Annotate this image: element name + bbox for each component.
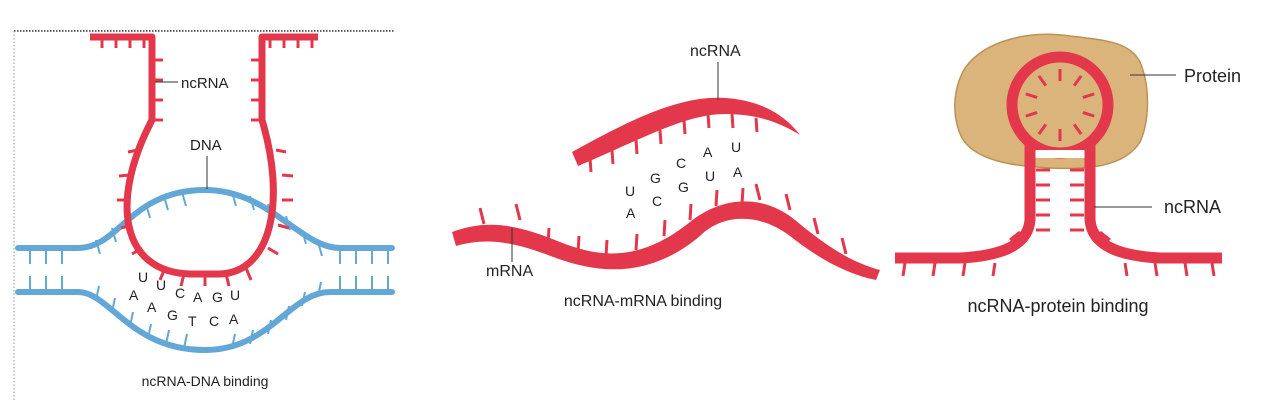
mrna-tick: [812, 217, 820, 235]
panel-ncrna-mrna: ncRNA mRNA U G C A U A C G U A ncRNA-mRN…: [452, 43, 880, 310]
ncrna-tick: [931, 262, 937, 277]
mrna-ribbon: [452, 201, 880, 280]
mrna-tick: [478, 207, 486, 225]
loop-gap: [1025, 150, 1095, 158]
ncrna-tick: [901, 262, 907, 277]
mrna-tick: [714, 189, 719, 207]
ncrna-strand: [90, 33, 318, 278]
rna-base: C: [175, 285, 185, 301]
base-ticks: [478, 113, 848, 257]
ncrna-ribbon: [572, 97, 800, 166]
dna-base: A: [147, 299, 157, 315]
protein-label: Protein: [1184, 66, 1241, 86]
ncrna-tick: [1009, 230, 1021, 242]
ncrna-tick: [1025, 110, 1038, 118]
ncrna-tick: [754, 117, 759, 133]
dna-base: C: [209, 313, 219, 329]
mrna-tick: [662, 219, 667, 237]
ncrna-tick: [658, 129, 663, 145]
dna-base: A: [129, 287, 139, 303]
caption-ncrna-dna: ncRNA-DNA binding: [142, 373, 269, 389]
mrna-tick: [784, 193, 792, 211]
ncrna-tick: [1153, 262, 1159, 277]
ncrna-base: U: [731, 139, 741, 155]
mrna-base: C: [652, 193, 662, 209]
rna-base: G: [212, 289, 223, 305]
dna-base: T: [188, 313, 197, 329]
ncrna-tick: [1082, 92, 1095, 100]
caption-ncrna-protein: ncRNA-protein binding: [967, 296, 1148, 316]
rna-base: A: [193, 289, 203, 305]
ncrna-label: ncRNA: [181, 75, 229, 92]
ncrna-tick: [610, 149, 615, 165]
ncrna-tick: [706, 113, 711, 129]
ncrna-tick: [277, 223, 290, 230]
ncrna-tick: [634, 139, 639, 155]
dna-strand-bottom: [15, 289, 395, 354]
ncrna-tick: [961, 262, 967, 277]
ncrna-tick: [1037, 74, 1048, 87]
mrna-tick: [514, 203, 522, 221]
rna-base: U: [138, 269, 148, 285]
ncrna-base-ticks: [901, 69, 1216, 277]
ncrna-tick: [1025, 92, 1038, 100]
ncrna-label: ncRNA: [1164, 197, 1221, 217]
ncrna-tick: [1099, 230, 1111, 242]
mrna-base: G: [678, 179, 689, 195]
panel-ncrna-protein: Protein ncRNA ncRNA-protein binding: [895, 33, 1241, 316]
ncrna-tick: [1123, 262, 1129, 277]
ncrna-tick: [1037, 123, 1048, 136]
mrna-base: U: [705, 168, 715, 184]
ncrna-stem-right: [1084, 140, 1222, 264]
mrna-tick: [740, 187, 745, 205]
ncrna-base: C: [676, 155, 686, 171]
rna-base: U: [230, 287, 240, 303]
ncrna-tick: [730, 113, 735, 129]
ncrna-tick: [1183, 262, 1189, 277]
ncrna-tick: [267, 246, 279, 256]
ncrna-base: A: [703, 144, 713, 160]
mrna-base: A: [733, 164, 743, 180]
ncrna-label: ncRNA: [690, 43, 741, 60]
ncrna-tick: [1210, 262, 1216, 277]
ncrna-base: G: [650, 170, 661, 186]
ncrna-tick: [1072, 123, 1083, 136]
mrna-base: A: [626, 205, 636, 221]
ncrna-tick: [682, 119, 687, 135]
dna-label: DNA: [190, 137, 222, 154]
ncrna-tick: [991, 262, 997, 277]
mrna-tick: [754, 183, 762, 201]
dna-base: G: [167, 307, 178, 323]
mrna-tick: [634, 233, 639, 251]
ncrna-tick: [281, 173, 294, 178]
ncrna-tick: [1072, 74, 1083, 87]
mrna-tick: [688, 203, 693, 221]
panel-ncrna-dna: ncRNA DNA U U C A G U A A G T C A ncRNA-…: [13, 30, 395, 400]
mrna-tick: [840, 237, 848, 255]
ncrna-stem-left: [895, 140, 1036, 264]
ncrna-tick: [244, 267, 253, 281]
ncrna-tick: [1082, 110, 1095, 118]
ncrna-tick: [275, 148, 287, 154]
dna-base: A: [229, 311, 239, 327]
rna-base: U: [156, 277, 166, 293]
caption-ncrna-mrna: ncRNA-mRNA binding: [564, 293, 722, 310]
mrna-label: mRNA: [486, 263, 533, 280]
ncrna-base: U: [625, 183, 635, 199]
dna-strand-top: [15, 186, 395, 251]
